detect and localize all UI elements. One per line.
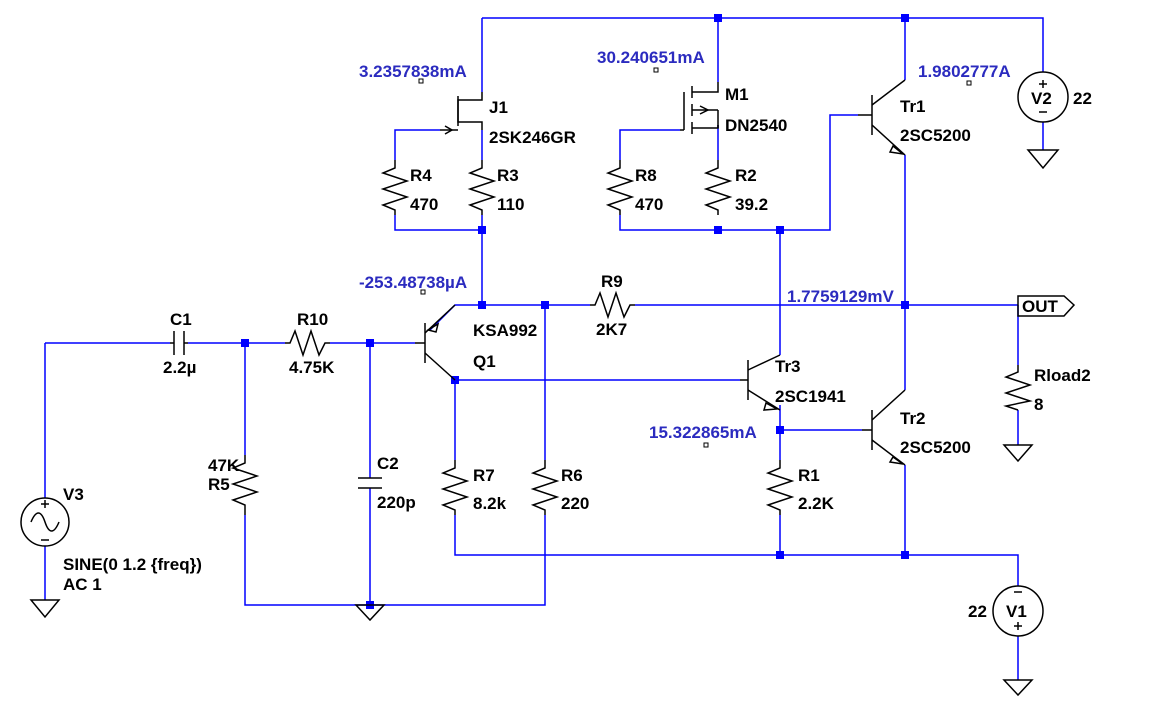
tr3-ref: Tr3 xyxy=(775,357,801,376)
ground-icon xyxy=(29,599,61,619)
r9-ref: R9 xyxy=(601,272,623,291)
c2-ref: C2 xyxy=(377,454,399,473)
r5-value: 47K xyxy=(208,456,240,475)
ground-icon xyxy=(1002,444,1034,463)
v1-value: 22 xyxy=(968,602,987,621)
r7-value: 8.2k xyxy=(473,494,507,513)
tr2-ref: Tr2 xyxy=(900,409,926,428)
tr2-value: 2SC5200 xyxy=(900,438,971,457)
r1-value: 2.2K xyxy=(798,494,835,513)
j1-ref: J1 xyxy=(489,98,508,117)
r2-value: 39.2 xyxy=(735,195,768,214)
wires xyxy=(44,17,1044,680)
m1-value: DN2540 xyxy=(725,116,787,135)
r9-resistor[interactable] xyxy=(590,290,635,320)
r2-resistor[interactable] xyxy=(703,160,733,215)
tr1-current-annotation: 1.9802777A xyxy=(918,62,1011,81)
r2-ref: R2 xyxy=(735,166,757,185)
r4-resistor[interactable] xyxy=(380,160,410,215)
tr1-npn-symbol[interactable] xyxy=(858,79,906,156)
r8-ref: R8 xyxy=(635,166,657,185)
r6-ref: R6 xyxy=(561,466,583,485)
r4-ref: R4 xyxy=(410,166,432,185)
v2-value: 22 xyxy=(1073,89,1092,108)
q1-ref: Q1 xyxy=(473,352,496,371)
tr3-value: 2SC1941 xyxy=(775,387,846,406)
r1-resistor[interactable] xyxy=(765,460,795,515)
q1-value: KSA992 xyxy=(473,321,537,340)
v3-sine-source[interactable] xyxy=(20,497,70,547)
r9-value: 2K7 xyxy=(596,320,627,339)
m1-ref: M1 xyxy=(725,85,749,104)
c2-value: 220p xyxy=(377,493,416,512)
ground-icon xyxy=(1002,679,1034,697)
j1-jfet-symbol[interactable] xyxy=(440,92,483,135)
tr3-current-annotation: 15.322865mA xyxy=(649,423,757,442)
labels: J1 2SK246GR M1 DN2540 Tr1 2SC5200 Tr2 2S… xyxy=(63,48,1092,621)
out-net-label: OUT xyxy=(1022,297,1059,316)
m1-mosfet-symbol[interactable] xyxy=(680,82,719,134)
tr3-npn-symbol[interactable] xyxy=(740,354,781,411)
tr1-ref: Tr1 xyxy=(900,97,926,116)
r3-resistor[interactable] xyxy=(467,160,497,215)
r3-value: 110 xyxy=(497,195,524,214)
rload2-value: 8 xyxy=(1034,395,1043,414)
c2-capacitor[interactable] xyxy=(358,477,382,489)
r8-value: 470 xyxy=(635,195,663,214)
v2-ref: V2 xyxy=(1031,89,1052,108)
r6-value: 220 xyxy=(561,494,589,513)
q1-pnp-symbol[interactable] xyxy=(415,304,456,381)
tr2-npn-symbol[interactable] xyxy=(862,389,906,466)
junctions xyxy=(241,14,909,609)
r10-ref: R10 xyxy=(297,310,328,329)
r1-ref: R1 xyxy=(798,466,820,485)
q1-current-annotation: -253.48738µA xyxy=(359,273,467,292)
v3-ref: V3 xyxy=(63,485,84,504)
v2-voltage-source[interactable] xyxy=(1017,71,1069,123)
rload2-resistor[interactable] xyxy=(1003,365,1033,411)
r7-resistor[interactable] xyxy=(440,460,470,515)
r4-value: 470 xyxy=(410,195,438,214)
r3-ref: R3 xyxy=(497,166,519,185)
j1-current-annotation: 3.2357838mA xyxy=(359,62,467,81)
r7-ref: R7 xyxy=(473,466,495,485)
r5-resistor[interactable] xyxy=(230,455,260,515)
r10-value: 4.75K xyxy=(289,358,335,377)
c1-ref: C1 xyxy=(170,310,192,329)
probe-markers xyxy=(418,67,972,448)
r5-ref: R5 xyxy=(208,475,230,494)
v3-value: SINE(0 1.2 {freq}) xyxy=(63,555,202,574)
r6-resistor[interactable] xyxy=(530,460,560,515)
r8-resistor[interactable] xyxy=(605,160,635,215)
r10-resistor[interactable] xyxy=(285,328,330,358)
v1-ref: V1 xyxy=(1006,602,1027,621)
ground-icon xyxy=(1026,149,1060,170)
v3-ac-value: AC 1 xyxy=(63,575,102,594)
ground-icon xyxy=(354,604,386,622)
out-net-flag[interactable]: OUT xyxy=(1017,295,1076,317)
j1-value: 2SK246GR xyxy=(489,128,576,147)
rload2-ref: Rload2 xyxy=(1034,366,1091,385)
m1-current-annotation: 30.240651mA xyxy=(597,48,705,67)
c1-value: 2.2µ xyxy=(163,358,196,377)
c1-capacitor[interactable] xyxy=(170,331,188,355)
tr1-value: 2SC5200 xyxy=(900,126,971,145)
out-voltage-annotation: 1.7759129mV xyxy=(787,287,894,306)
v1-voltage-source[interactable] xyxy=(992,585,1044,637)
